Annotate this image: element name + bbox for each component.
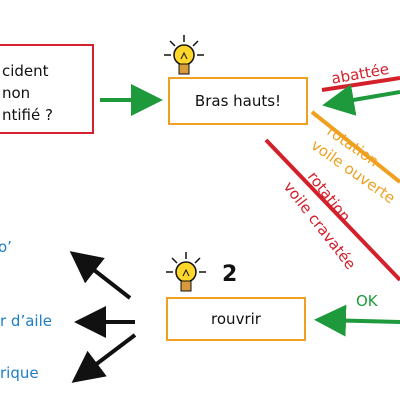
step-bras-hauts: Bras hauts! <box>168 77 308 125</box>
green-arrow-right-top <box>322 84 400 116</box>
red-line-rotation-cravate <box>264 138 400 282</box>
step-rouvrir: rouvrir <box>166 297 306 341</box>
orange-line-rotation-open <box>310 110 400 184</box>
step-number: 2 <box>222 262 238 287</box>
outcome-2: r d’aile <box>0 312 52 330</box>
black-arrow-1 <box>69 251 132 300</box>
question-line-2: non <box>2 84 31 102</box>
outcome-1: o’ <box>0 238 12 256</box>
step-bras-hauts-label: Bras hauts! <box>194 92 282 110</box>
label-ok: OK <box>356 292 378 310</box>
lightbulb-icon <box>164 35 204 75</box>
outcome-3: rique <box>0 364 39 382</box>
step-rouvrir-label: rouvrir <box>211 310 261 328</box>
question-box: cident non ntifié ? <box>0 44 94 134</box>
black-arrow-3 <box>71 333 137 383</box>
green-arrow-ok <box>314 304 400 337</box>
question-line-3: ntifié ? <box>2 106 53 124</box>
question-line-1: cident <box>2 62 49 80</box>
lightbulb-icon <box>166 252 206 292</box>
